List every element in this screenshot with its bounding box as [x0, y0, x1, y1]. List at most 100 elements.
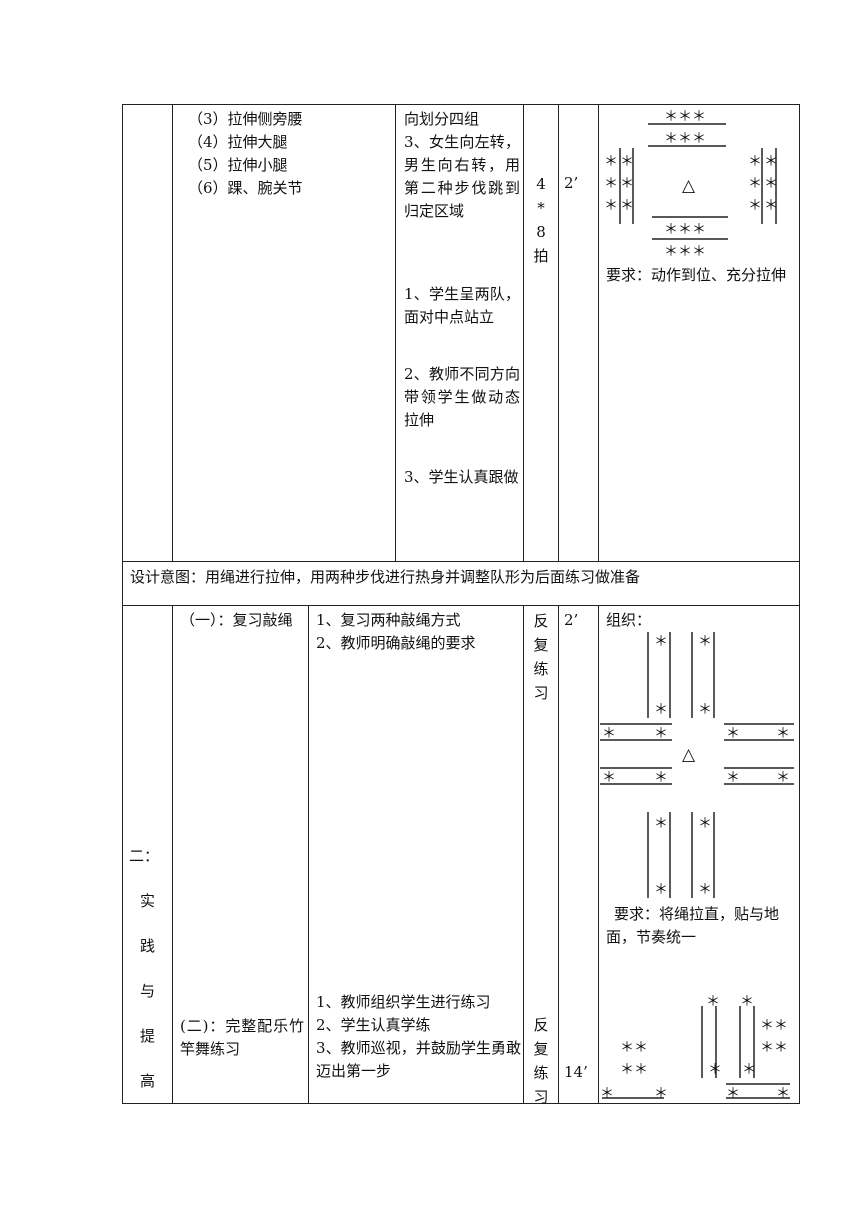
- method-text: 3、学生认真跟做: [404, 468, 519, 486]
- section-title-char: 高: [139, 1072, 155, 1090]
- star-pair: ＊＊: [760, 1018, 788, 1034]
- star: ＊: [698, 882, 712, 898]
- star: ＊: [654, 726, 668, 742]
- section-title-char: 践: [139, 937, 155, 955]
- practice-char: 习: [533, 684, 549, 702]
- method-text: 1、教师组织学生进行练习: [316, 993, 491, 1011]
- star: ＊: [600, 1086, 614, 1102]
- star: ＊: [698, 816, 712, 832]
- practice-char: 复: [533, 1040, 549, 1058]
- star: ＊: [776, 770, 790, 786]
- star: ＊: [602, 726, 616, 742]
- table-border-top: [122, 104, 800, 105]
- method-text: 2、学生认真学练: [316, 1016, 431, 1034]
- part1-time: 2’: [564, 611, 579, 629]
- star-row: ＊＊＊: [664, 109, 706, 125]
- star: ＊: [654, 634, 668, 650]
- table-border-bottom: [122, 1103, 800, 1104]
- count-char: 拍: [533, 247, 549, 265]
- requirement-text: 要求：动作到位、充分拉伸: [606, 266, 787, 284]
- part2-time: 14’: [564, 1063, 588, 1081]
- col-line: [598, 605, 599, 1103]
- section-title-char: 二：: [129, 847, 160, 865]
- star: ＊: [764, 198, 778, 214]
- formation-diagram-1: ＊＊＊ ＊＊＊ ＊＊＊ ＊＊＊ ＊ ＊ ＊ ＊ ＊ ＊ ＊ ＊ ＊ ＊ ＊ ＊ …: [604, 109, 778, 260]
- content-item: （6）踝、腕关节: [188, 179, 303, 197]
- star: ＊: [706, 994, 720, 1010]
- star: ＊: [764, 154, 778, 170]
- method-text: 向划分四组: [404, 110, 480, 128]
- method-text: 2、教师不同方向带领学生做动态拉伸: [404, 365, 520, 429]
- star: ＊: [726, 1086, 740, 1102]
- star: ＊: [620, 198, 634, 214]
- method-text: 1、复习两种敲绳方式: [316, 611, 461, 629]
- col-line: [523, 605, 524, 1103]
- star: ＊: [654, 770, 668, 786]
- table-border-right: [799, 104, 800, 1104]
- part1-practice: 反 复 练 习: [524, 609, 558, 705]
- count-char: *: [537, 199, 545, 217]
- org-label: 组织：: [606, 611, 652, 629]
- star-row: ＊＊＊: [664, 244, 706, 260]
- row-divider-2: [122, 605, 800, 606]
- star: ＊: [764, 176, 778, 192]
- part2-methods: 1、教师组织学生进行练习 2、学生认真学练 3、教师巡视，并鼓励学生勇敢迈出第一…: [316, 991, 521, 1083]
- section-title-char: 与: [139, 982, 155, 1000]
- row-divider-1: [122, 561, 800, 562]
- design-intent: 设计意图：用绳进行拉伸，用两种步伐进行热身并调整队形为后面练习做准备: [130, 568, 641, 586]
- star: ＊: [604, 198, 618, 214]
- col-line: [172, 605, 173, 1103]
- table-border-left: [122, 104, 123, 1104]
- star-pair: ＊＊: [620, 1040, 648, 1056]
- section-title: 二： 实 践 与 提 高: [123, 834, 172, 1104]
- count-char: 8: [536, 223, 546, 241]
- col-line: [308, 605, 309, 1103]
- star-pair: ＊＊: [620, 1062, 648, 1078]
- col-line: [598, 104, 599, 561]
- section-title-char: 实: [139, 892, 155, 910]
- star: ＊: [698, 702, 712, 718]
- practice-char: 反: [533, 612, 549, 630]
- star: ＊: [748, 176, 762, 192]
- star: ＊: [740, 994, 754, 1010]
- star: ＊: [620, 176, 634, 192]
- star: ＊: [654, 816, 668, 832]
- star: ＊: [748, 154, 762, 170]
- practice-char: 练: [533, 660, 549, 678]
- star: ＊: [726, 726, 740, 742]
- star: ＊: [602, 770, 616, 786]
- time-cell: 2’: [564, 174, 579, 192]
- teacher-triangle-icon: △: [682, 745, 696, 765]
- star: ＊: [698, 634, 712, 650]
- star: ＊: [708, 1062, 722, 1078]
- star: ＊: [748, 198, 762, 214]
- star: ＊: [776, 1086, 790, 1102]
- star-pair: ＊＊: [760, 1040, 788, 1056]
- method-text: 3、女生向左转，男生向右转，用第二种步伐跳到归定区域: [404, 133, 520, 220]
- method-text: 3、教师巡视，并鼓励学生勇敢迈出第一步: [316, 1039, 521, 1080]
- part1-methods: 1、复习两种敲绳方式 2、教师明确敲绳的要求: [316, 609, 521, 655]
- content-item: （4）拉伸大腿: [188, 133, 288, 151]
- part2-practice: 反 复 练 习: [524, 1013, 558, 1109]
- star: ＊: [742, 1062, 756, 1078]
- section-title-char: 提: [139, 1027, 155, 1045]
- content-item: （3）拉伸侧旁腰: [188, 110, 303, 128]
- part1-requirement: 要求：将绳拉直，贴与地面，节奏统一: [606, 905, 780, 946]
- col-line: [172, 104, 173, 561]
- method-text: 1、学生呈两队，面对中点站立: [404, 285, 520, 326]
- formation-diagram-3: ＊ ＊ ＊＊ ＊＊ ＊＊ ＊＊ ＊ ＊ ＊ ＊ ＊ ＊: [600, 994, 790, 1102]
- star: ＊: [776, 726, 790, 742]
- star: ＊: [654, 1086, 668, 1102]
- star: ＊: [726, 770, 740, 786]
- practice-char: 反: [533, 1016, 549, 1034]
- star: ＊: [654, 702, 668, 718]
- part1-content: （一）：复习敲绳: [180, 611, 293, 629]
- formation-diagram-2: ＊ ＊ ＊ ＊ ＊ ＊ ＊ ＊ ＊ ＊ ＊ ＊ ＊ ＊ ＊ ＊ △: [600, 632, 794, 898]
- teacher-triangle-icon: △: [682, 176, 696, 196]
- col-line: [523, 104, 524, 561]
- col-line: [558, 104, 559, 561]
- star: ＊: [620, 154, 634, 170]
- count-char: 4: [536, 175, 546, 193]
- content-item: （5）拉伸小腿: [188, 156, 288, 174]
- practice-char: 复: [533, 636, 549, 654]
